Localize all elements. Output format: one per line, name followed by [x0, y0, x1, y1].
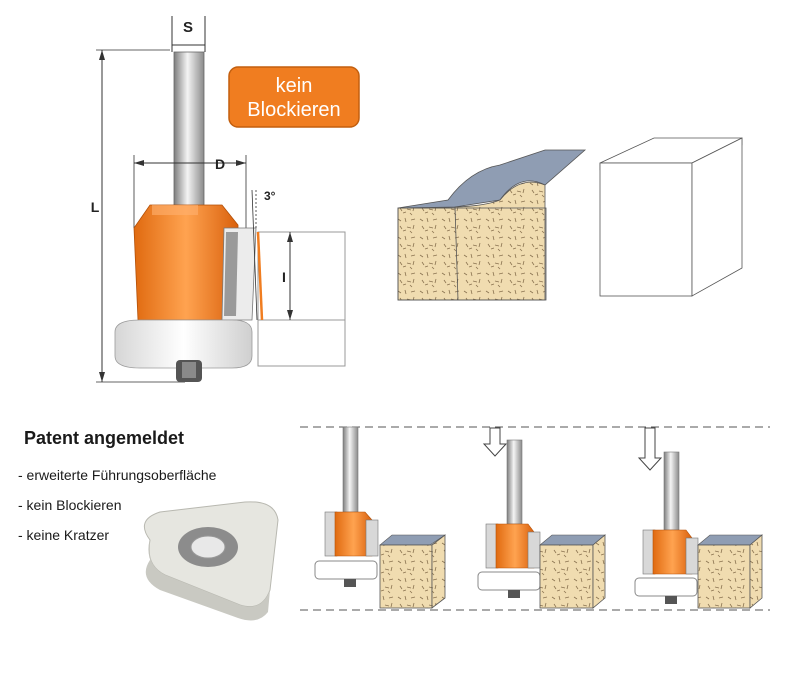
step3-shank: [663, 451, 680, 531]
flush-front-face: [599, 162, 693, 297]
feature-list: - erweiterte Führungsoberfläche - kein B…: [18, 466, 216, 556]
patent-title: Patent angemeldet: [24, 428, 185, 448]
step1-screw: [344, 579, 356, 587]
flush-side-face: [691, 137, 743, 297]
label-l: L: [91, 199, 100, 215]
label-d: D: [215, 156, 225, 172]
badge-line-1: kein: [276, 75, 313, 97]
no-blocking-badge: kein Blockieren: [228, 66, 360, 128]
bearing: [114, 319, 253, 369]
laminate-layer: [397, 149, 587, 209]
workpiece-lower: [257, 319, 346, 367]
label-angle: 3°: [264, 189, 276, 203]
step-1: [314, 426, 446, 609]
wood-front-left: [397, 207, 459, 301]
shank: [173, 51, 205, 213]
step-2: [477, 427, 606, 609]
l-arrow-top: [99, 50, 105, 60]
step2-block-side: [592, 534, 606, 609]
step2-block-front: [539, 544, 594, 609]
flush-trim-block: [599, 137, 743, 297]
step3-block-front: [697, 544, 751, 609]
step3-arrow-down: [637, 427, 663, 471]
angle-line: [251, 189, 258, 321]
l-arrow-bottom: [99, 372, 105, 382]
d-arrow-right: [236, 160, 246, 166]
feature-item: - kein Blockieren: [18, 497, 122, 513]
step1-block-side: [431, 534, 446, 609]
badge-line-2: Blockieren: [247, 99, 340, 121]
operation-sequence: [300, 426, 770, 611]
label-s: S: [183, 19, 193, 36]
d-arrow-left: [134, 160, 144, 166]
feature-item: - erweiterte Führungsoberfläche: [18, 467, 217, 483]
step2-shank: [506, 439, 523, 525]
step-3: [634, 427, 763, 609]
step2-insert-right: [527, 531, 541, 569]
label-i: I: [282, 269, 286, 285]
badge-background: [228, 66, 360, 128]
i-arrow-bottom: [287, 310, 293, 320]
bearing-hole: [190, 535, 226, 559]
step1-insert-right: [365, 519, 379, 557]
carbide-shadow: [224, 232, 238, 316]
bearing-side: [145, 540, 270, 621]
bearing-screw-highlight: [182, 362, 196, 378]
step2-screw: [508, 590, 520, 598]
step1-block-front: [379, 544, 433, 609]
step2-arrow-down: [482, 427, 508, 457]
cutter-top: [152, 205, 198, 215]
step1-bearing: [314, 560, 378, 580]
rounded-profile-block: [397, 149, 587, 301]
bearing-photo: [143, 501, 279, 621]
step3-screw: [665, 596, 677, 604]
i-arrow-top: [287, 232, 293, 242]
workpiece-upper: [257, 231, 346, 321]
step2-bearing: [477, 571, 541, 591]
step1-shank: [342, 426, 359, 513]
step3-bearing: [634, 577, 698, 597]
block-outline: [397, 207, 547, 301]
feature-item: - keine Kratzer: [18, 527, 110, 543]
cut-edge: [256, 231, 264, 321]
step3-insert-right: [685, 537, 699, 575]
wood-front-right: [454, 181, 546, 301]
step3-block-side: [749, 534, 763, 609]
